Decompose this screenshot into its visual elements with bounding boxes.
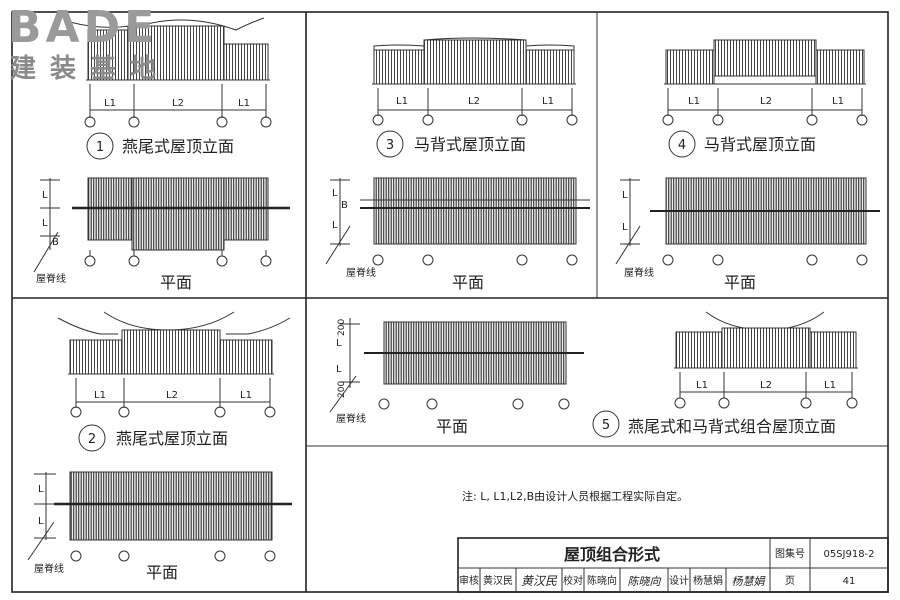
sheet-frame bbox=[11, 11, 889, 593]
review-name: 黄汉民 bbox=[483, 574, 513, 587]
view2-title: 2 燕尾式屋顶立面 bbox=[78, 424, 228, 452]
atlas-number: 05SJ918-2 bbox=[823, 549, 874, 560]
plan3-dim-b: B bbox=[341, 200, 348, 211]
dim-l2: L2 bbox=[172, 98, 184, 109]
dim-l1-right: L1 bbox=[238, 98, 250, 109]
plan2-ridge-label: 屋脊线 bbox=[34, 562, 64, 575]
design-label: 设计 bbox=[669, 574, 689, 587]
view1-dimension: L1 L2 L1 bbox=[84, 84, 272, 128]
view4-number: 4 bbox=[678, 138, 686, 153]
view4-title: 4 马背式屋顶立面 bbox=[668, 130, 816, 158]
v5-dim-l1-right: L1 bbox=[824, 380, 836, 391]
check-signature: 陈晓向 bbox=[628, 575, 662, 588]
plan3-dim-l-top: L bbox=[332, 188, 338, 199]
plan1-dim-l-bottom: L bbox=[42, 218, 48, 229]
design-signature: 杨慧娟 bbox=[732, 575, 767, 588]
view3-dimension: L1 L2 L1 bbox=[372, 88, 578, 126]
mid-plan-ridge-label: 屋脊线 bbox=[336, 412, 366, 425]
v5-dim-l1-left: L1 bbox=[696, 380, 708, 391]
design-note: 注: L, L1,L2,B由设计人员根据工程实际自定。 bbox=[462, 489, 688, 503]
view4-title-text: 马背式屋顶立面 bbox=[704, 135, 816, 154]
view3-title-text: 马背式屋顶立面 bbox=[414, 135, 526, 154]
view1-title-text: 燕尾式屋顶立面 bbox=[122, 137, 234, 156]
page-label: 页 bbox=[785, 575, 795, 587]
plan3-dim-l-bottom: L bbox=[332, 220, 338, 231]
v4-dim-l2: L2 bbox=[760, 96, 772, 107]
watermark-logo-sub: 建装基地 bbox=[10, 54, 171, 84]
plan3-label: 平面 bbox=[452, 273, 484, 292]
v3-dim-l1-left: L1 bbox=[396, 96, 408, 107]
page-number: 41 bbox=[843, 576, 856, 587]
plan2-dim-l-top: L bbox=[38, 484, 44, 495]
view2-title-text: 燕尾式屋顶立面 bbox=[116, 429, 228, 448]
plan1-dim-l-top: L bbox=[42, 190, 48, 201]
v4-dim-l1-right: L1 bbox=[832, 96, 844, 107]
plan1-ridge-label: 屋脊线 bbox=[36, 272, 66, 285]
title-block: 屋顶组合形式 图集号 05SJ918-2 审核 黄汉民 黄汉民 校对 陈晓向 陈… bbox=[457, 537, 889, 593]
view1-elevation bbox=[69, 17, 270, 81]
plan4-dim-l-top: L bbox=[622, 190, 628, 201]
plan1-dim-b: B bbox=[52, 237, 59, 248]
plan4-ridge-label: 屋脊线 bbox=[624, 266, 654, 279]
v2-dim-l1-left: L1 bbox=[94, 390, 106, 401]
mid-plan-dim-l-top: L bbox=[336, 338, 342, 349]
view2-plan: L L 屋脊线 平面 bbox=[27, 471, 292, 582]
review-signature: 黄汉民 bbox=[521, 574, 558, 588]
plan1-label: 平面 bbox=[160, 273, 192, 292]
view4-plan: L L 屋脊线 平面 bbox=[615, 177, 880, 292]
v3-dim-l2: L2 bbox=[468, 96, 480, 107]
v2-dim-l1-right: L1 bbox=[240, 390, 252, 401]
atlas-label: 图集号 bbox=[775, 547, 805, 560]
plan2-label: 平面 bbox=[146, 563, 178, 582]
view5-dimension: L1 L2 L1 bbox=[674, 372, 858, 409]
view5-elevation bbox=[674, 311, 858, 369]
check-name: 陈晓向 bbox=[587, 574, 617, 587]
view4-dimension: L1 L2 L1 bbox=[662, 88, 868, 126]
view5-number: 5 bbox=[602, 418, 610, 433]
mid-plan-dim-200-bottom: 200 bbox=[337, 381, 347, 398]
check-label: 校对 bbox=[563, 574, 583, 587]
mid-plan-dim-200-top: 200 bbox=[337, 319, 347, 336]
view3-elevation bbox=[372, 37, 576, 85]
view2-elevation bbox=[57, 311, 291, 375]
mid-plan-dim-l-bottom: L bbox=[336, 364, 342, 375]
mid-plan-label: 平面 bbox=[436, 417, 468, 436]
review-label: 审核 bbox=[459, 574, 479, 587]
view5-title-text: 燕尾式和马背式组合屋顶立面 bbox=[628, 417, 836, 436]
view2-dimension: L1 L2 L1 bbox=[70, 378, 276, 418]
v2-dim-l2: L2 bbox=[166, 390, 178, 401]
dim-l1-left: L1 bbox=[104, 98, 116, 109]
view3-plan: L B L 屋脊线 平面 bbox=[325, 177, 590, 292]
plan4-dim-l-bottom: L bbox=[622, 222, 628, 233]
view1-number: 1 bbox=[96, 140, 104, 155]
sheet-title: 屋顶组合形式 bbox=[564, 545, 660, 564]
view1-plan: L L B 屋脊线 平面 bbox=[33, 177, 290, 292]
view1-title: 1 燕尾式屋顶立面 bbox=[86, 132, 234, 160]
v4-dim-l1-left: L1 bbox=[688, 96, 700, 107]
v3-dim-l1-right: L1 bbox=[542, 96, 554, 107]
view4-elevation bbox=[664, 39, 866, 85]
plan2-dim-l-bottom: L bbox=[38, 516, 44, 527]
view5-title: 5 燕尾式和马背式组合屋顶立面 bbox=[592, 410, 836, 438]
view3-number: 3 bbox=[386, 138, 394, 153]
plan3-ridge-label: 屋脊线 bbox=[346, 266, 376, 279]
watermark-logo: BADE bbox=[8, 2, 159, 53]
design-name: 杨慧娟 bbox=[693, 574, 723, 587]
view3-title: 3 马背式屋顶立面 bbox=[376, 130, 526, 158]
middle-plan: 200 L L 200 屋脊线 平面 bbox=[329, 318, 584, 436]
plan4-label: 平面 bbox=[724, 273, 756, 292]
v5-dim-l2: L2 bbox=[760, 380, 772, 391]
view2-number: 2 bbox=[88, 432, 96, 447]
